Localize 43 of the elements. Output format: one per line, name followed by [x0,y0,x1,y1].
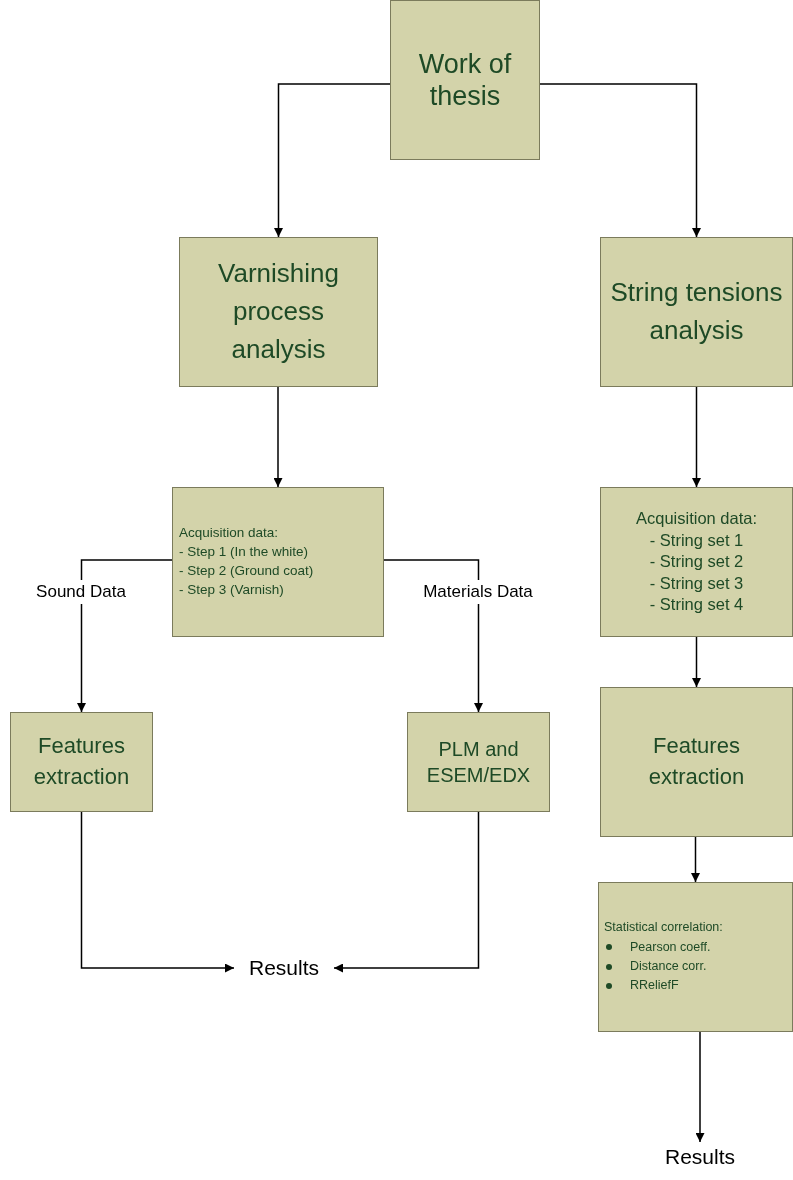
box-text: - String set 3 [649,572,744,594]
results-text: Results [650,1142,750,1172]
box-text: - String set 1 [649,529,744,551]
box-text: String tensions analysis [609,276,784,347]
process-box [600,687,793,837]
box-text: - Step 1 (In the white) [179,543,309,562]
arrow [273,386,283,488]
edge-label: Materials Data [423,580,533,604]
box-text: - String set 2 [649,551,744,573]
box-text: Work of thesis [417,47,513,113]
process-box [600,237,793,387]
box-text: Features extraction [647,732,746,791]
arrow [691,836,700,883]
box-heading: Statistical correlation: [604,919,723,937]
arrow [383,559,483,713]
process-box [390,0,540,160]
box-text: PLM and ESEM/EDX [425,737,532,788]
results-text: Results [234,953,334,983]
process-box [172,487,384,637]
box-heading: Acquisition data: [635,508,758,530]
arrow [274,83,391,238]
arrow [333,811,480,973]
process-box [598,882,793,1032]
process-box [407,712,550,812]
box-text: - Step 2 (Ground coat) [179,562,314,580]
box-text: Varnishing process analysis [217,257,340,366]
arrow [80,811,235,973]
box-text: Pearson coeff. [630,938,711,956]
box-text: Features extraction [32,732,131,791]
box-text: Distance corr. [630,958,707,975]
box-text: - String set 4 [649,594,744,616]
arrow [692,636,701,688]
box-text: - Step 3 (Varnish) [179,580,284,599]
arrow [539,83,701,238]
process-box [10,712,153,812]
process-box [600,487,793,637]
edge-label: Sound Data [36,580,126,604]
arrow [695,1031,705,1143]
box-heading: Acquisition data: [179,524,279,543]
process-box [179,237,378,387]
box-text: RReliefF [630,977,679,995]
arrow [77,559,173,713]
arrow [692,386,701,488]
